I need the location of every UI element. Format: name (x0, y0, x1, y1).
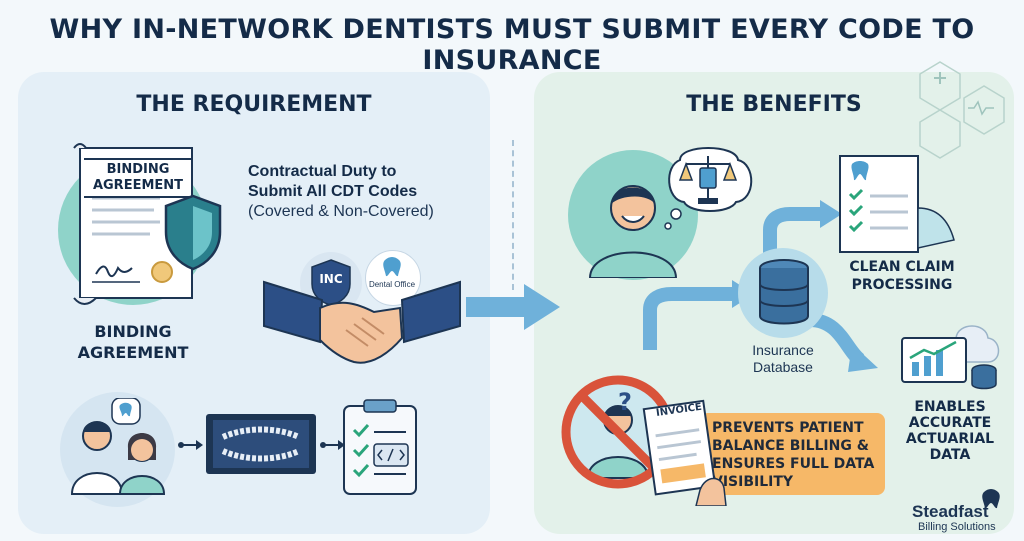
database-label: Insurance Database (752, 342, 814, 375)
divider (512, 140, 514, 290)
dental-office-label: Dental Office (368, 280, 416, 289)
dentist-and-patient-icon (70, 398, 166, 495)
balance-billing-callout: PREVENTS PATIENT BALANCE BILLING & ENSUR… (700, 413, 885, 495)
dental-xray-icon (206, 414, 316, 474)
actuarial-data-label: ENABLES ACCURATE ACTUARIAL DATA (905, 399, 995, 463)
database-icon (759, 259, 809, 325)
invoice-icon (642, 399, 727, 506)
requirement-heading: THE REQUIREMENT (136, 92, 372, 117)
duty-line-2: Submit All CDT Codes (248, 183, 418, 200)
page-title: WHY IN-NETWORK DENTISTS MUST SUBMIT EVER… (49, 14, 975, 76)
document-caption: BINDING AGREEMENT (77, 322, 189, 362)
benefits-heading: THE BENEFITS (686, 92, 862, 117)
hexagon-icons-decoration (919, 61, 1005, 159)
question-mark-icon: ? (618, 388, 632, 414)
clean-claim-document-icon (839, 155, 955, 253)
contract-document-icon (73, 143, 193, 305)
no-balance-billing-icon (561, 375, 675, 489)
handshake-icon (263, 280, 461, 364)
shield-icon (164, 194, 222, 271)
arrow-right-icon (178, 440, 203, 450)
tooth-icon (383, 257, 401, 277)
insurer-badge-text: INC (319, 272, 343, 286)
duty-line-1: Contractual Duty to (248, 163, 397, 180)
duty-line-3: (Covered & Non-Covered) (248, 203, 434, 220)
code-checklist-icon (343, 399, 417, 495)
svg-text:?: ? (618, 388, 632, 414)
brand-tagline: Billing Solutions (918, 521, 996, 533)
clean-claim-label: CLEAN CLAIM PROCESSING (849, 259, 955, 293)
analytics-chart-icon (901, 325, 1000, 390)
flow-arrow-icon (466, 284, 560, 330)
thought-bubble-icon (664, 147, 753, 230)
contractual-duty-text: Contractual Duty to Submit All CDT Codes… (248, 162, 468, 222)
brand-name: Steadfast (912, 502, 989, 521)
brand-tooth-icon (982, 489, 1000, 509)
arrow-right-icon (320, 440, 345, 450)
happy-patient-icon (588, 185, 678, 278)
document-label: BINDING AGREEMENT (84, 158, 192, 198)
